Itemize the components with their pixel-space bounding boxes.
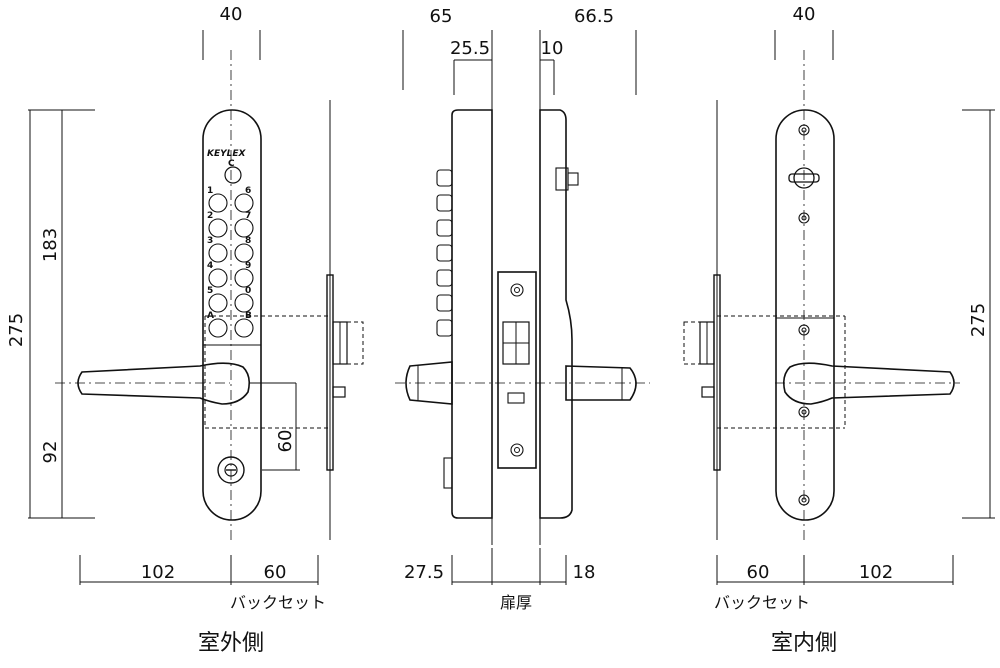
side-bottom-right-label: 18 <box>573 562 596 583</box>
indoor-faceplate <box>775 109 835 521</box>
indoor-caption: 室内側 <box>771 631 837 656</box>
side-top-right-label: 66.5 <box>574 6 614 27</box>
key-label-7: 7 <box>245 211 251 221</box>
key-label-4: 4 <box>207 261 213 271</box>
key-label-8: 8 <box>245 236 251 246</box>
key-label-0: 0 <box>245 286 251 296</box>
outdoor-height-label: 275 <box>6 313 27 347</box>
side-top-small-label: 10 <box>541 38 564 59</box>
indoor-right-width-label: 102 <box>859 562 893 583</box>
key-label-9: 9 <box>245 261 251 271</box>
outdoor-backset-text: バックセット <box>230 593 326 612</box>
thumb-turn-icon <box>788 167 820 189</box>
outdoor-caption: 室外側 <box>198 631 264 656</box>
side-door-thickness-caption: 扉厚 <box>500 593 532 612</box>
indoor-view <box>683 30 995 585</box>
side-bottom-left-label: 27.5 <box>404 562 444 583</box>
side-top-inner-label: 25.5 <box>450 38 490 59</box>
key-label-5: 5 <box>207 286 213 296</box>
outdoor-lower-label: 92 <box>40 441 61 464</box>
key-cylinder-icon <box>217 456 245 484</box>
keypad-buttons <box>208 193 254 338</box>
indoor-height-label: 275 <box>968 303 989 337</box>
indoor-lever-handle <box>783 362 955 405</box>
indoor-backset-text: バックセット <box>714 593 810 612</box>
indoor-top-width-label: 40 <box>793 4 816 25</box>
outdoor-backset-label: 60 <box>264 562 287 583</box>
brand-logo-text: KEYLEX <box>207 149 247 159</box>
outdoor-lever-handle <box>77 362 250 405</box>
outdoor-faceplate <box>202 109 262 521</box>
key-label-6: 6 <box>245 186 251 196</box>
key-label-1: 1 <box>207 186 213 196</box>
key-label-b: B <box>245 311 252 321</box>
outdoor-left-width-label: 102 <box>141 562 175 583</box>
outdoor-upper-label: 183 <box>40 228 61 262</box>
indoor-backset-label: 60 <box>747 562 770 583</box>
key-label-2: 2 <box>207 211 213 221</box>
side-view <box>395 30 650 585</box>
key-label-3: 3 <box>207 236 213 246</box>
outdoor-view <box>28 30 364 585</box>
side-top-outer-label: 65 <box>430 6 453 27</box>
outdoor-handle-drop-label: 60 <box>275 430 296 453</box>
outdoor-top-width-label: 40 <box>220 4 243 25</box>
c-key-label: C <box>228 159 235 169</box>
key-label-a: A <box>207 311 214 321</box>
